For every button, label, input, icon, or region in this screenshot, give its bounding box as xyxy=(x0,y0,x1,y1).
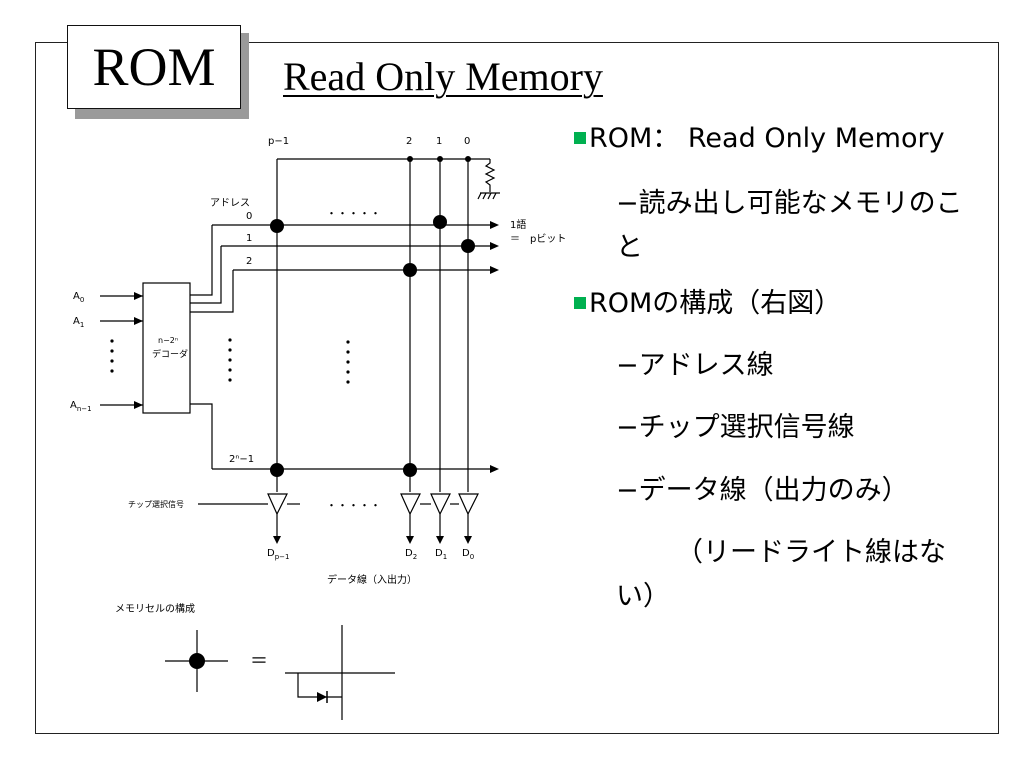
bullet-square-icon xyxy=(574,132,586,144)
word-equals-p-bits: ＝ pビット xyxy=(510,233,566,245)
output-d1: D1 xyxy=(435,548,447,561)
input-a1: A1 xyxy=(73,316,84,329)
bullet-rom-definition: ROM： Read Only Memory xyxy=(574,123,945,155)
input-a0: A0 xyxy=(73,291,84,304)
output-d0: D0 xyxy=(462,548,474,561)
row-label-1: 1 xyxy=(246,233,252,244)
data-line-label: データ線（入出力） xyxy=(327,573,417,586)
bullet-address-line: −アドレス線 xyxy=(616,350,774,381)
output-d2: D2 xyxy=(405,548,417,561)
chip-select-label: チップ選択信号 xyxy=(128,499,184,509)
column-label-p-minus-1: p−1 xyxy=(268,136,289,147)
row-label-last: 2ⁿ−1 xyxy=(229,454,254,465)
slide-frame xyxy=(35,42,999,734)
column-label-1: 1 xyxy=(436,136,442,147)
input-an-1: An−1 xyxy=(70,400,92,413)
bullet-rom-readable: −読み出し可能なメモリのこと xyxy=(616,188,963,263)
address-label: アドレス xyxy=(210,198,250,209)
decoder-label: デコーダ xyxy=(152,348,188,360)
bullet-chip-select-line: −チップ選択信号線 xyxy=(616,412,855,443)
bullet-text: ROMの構成（右図） xyxy=(589,288,842,319)
slide-subtitle: Read Only Memory xyxy=(283,54,603,99)
column-dots-bottom: ・・・・・ xyxy=(326,499,381,512)
output-d-p-minus-1: Dp−1 xyxy=(267,548,289,561)
decoder-label-n: n−2ⁿ xyxy=(158,336,178,345)
column-dots-top: ・・・・・ xyxy=(326,207,381,220)
bullet-text: ROM： Read Only Memory xyxy=(589,123,945,154)
row-label-2: 2 xyxy=(246,256,252,267)
bullet-square-icon xyxy=(574,297,586,309)
rom-structure-diagram: p−1 2 1 0 アドレス 0 1 2 2ⁿ−1 1語 ＝ pビット n−2ⁿ… xyxy=(70,136,566,720)
word-label: 1語 xyxy=(510,218,526,231)
slide-title: ROM xyxy=(67,25,241,109)
column-label-2: 2 xyxy=(406,136,412,147)
bullet-data-line: −データ線（出力のみ） xyxy=(616,475,909,506)
column-label-0: 0 xyxy=(464,136,470,147)
memory-cell-equals: ＝ xyxy=(250,651,268,672)
bullet-no-readwrite-line: （リードライト線はない） xyxy=(616,537,946,612)
memory-cell-title: メモリセルの構成 xyxy=(115,602,195,615)
row-label-0: 0 xyxy=(246,211,252,222)
bullet-rom-structure: ROMの構成（右図） xyxy=(574,288,841,320)
